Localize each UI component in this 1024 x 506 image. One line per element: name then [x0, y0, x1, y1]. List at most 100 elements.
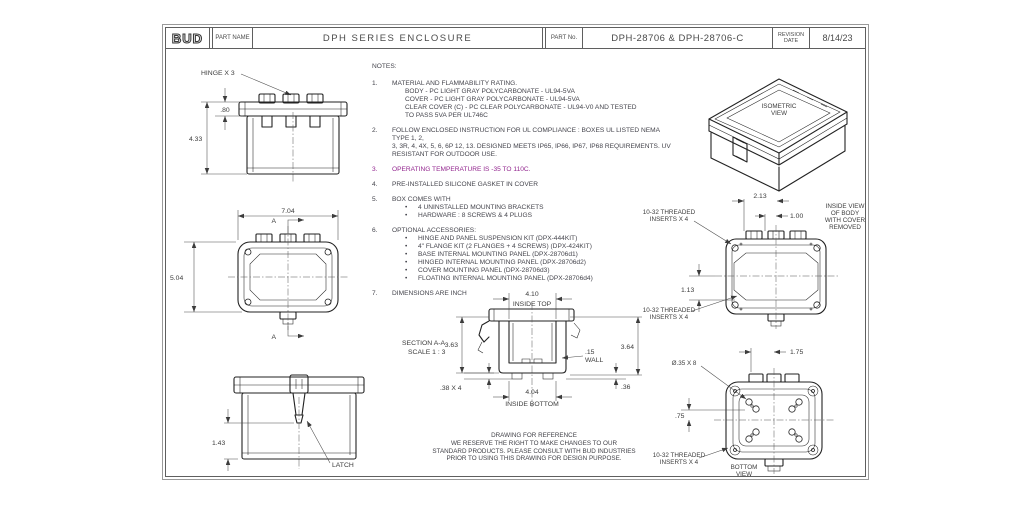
inserts-leader-top — [693, 220, 732, 245]
part-no-label: PART No. — [546, 28, 583, 48]
note-line: FLOATING INTERNAL MOUNTING PANEL (DPX-28… — [418, 275, 593, 282]
note-bullet: • HINGED INTERNAL MOUNTING PANEL (DPX-287… — [392, 259, 674, 267]
note-line: PRE-INSTALLED SILICONE GASKET IN COVER — [392, 181, 538, 188]
dim-inside-top: 4.10 — [525, 291, 538, 298]
hinge-leader-line — [240, 73, 292, 96]
title-block-divider — [210, 28, 213, 48]
dim-feet: .38 X 4 — [440, 385, 462, 392]
latch-callout: LATCH — [332, 462, 354, 469]
note-line: OPTIONAL ACCESSORIES: — [392, 227, 477, 234]
part-number: DPH-28706 & DPH-28706-C — [583, 28, 773, 48]
inserts-leader-bottom — [691, 295, 738, 312]
note-bullet: •HARDWARE : 8 SCREWS & 4 PLUGS — [392, 212, 674, 220]
dim-wall: .15 — [585, 349, 595, 356]
note-line: OPERATING TEMPERATURE IS -35 TO 110C. — [392, 166, 531, 173]
disclaimer-line: DRAWING FOR REFERENCE — [491, 432, 577, 439]
bullet-icon: • — [405, 243, 408, 250]
note-5: 5. BOX COMES WITH •4 UNINSTALLED MOUNTIN… — [372, 196, 674, 220]
dim-bracket: 1.75 — [790, 349, 803, 356]
note-4: 4. PRE-INSTALLED SILICONE GASKET IN COVE… — [372, 181, 674, 189]
inserts-leader-line — [698, 447, 729, 459]
note-number: 5. — [372, 196, 378, 203]
bottom-view: 1.75 .75 Ø.35 X 8 10-32 THREADED INSERTS… — [649, 340, 872, 482]
disclaimer-line: PRIOR TO USING THIS DRAWING FOR DESIGN P… — [446, 455, 622, 463]
drawing-title: DPH SERIES ENCLOSURE — [253, 28, 543, 48]
hinge-ticks — [792, 89, 828, 108]
note-bullet: •COVER MOUNTING PANEL (DPX-28706d3) — [392, 267, 674, 275]
title-block: BUD PART NAME DPH SERIES ENCLOSURE PART … — [166, 28, 865, 49]
bud-logo: BUD — [166, 28, 210, 48]
section-dimensions: 4.10 INSIDE TOP 3.63 3.64 .15 WALL — [440, 291, 642, 408]
label-inside-bottom: INSIDE BOTTOM — [505, 401, 559, 408]
inserts-callout: 10-32 THREADED INSERTS X 4 — [652, 452, 706, 466]
bullet-icon: • — [405, 259, 408, 266]
note-number: 6. — [372, 227, 378, 234]
dim-left: 3.63 — [445, 342, 458, 349]
note-6: 6. OPTIONAL ACCESSORIES: • HINGE AND PANE… — [372, 227, 674, 283]
note-line: DIMENSIONS ARE INCH — [392, 290, 467, 297]
inside-view: 2.13 1.00 1.13 10-32 THREADED INSERTS X … — [637, 187, 872, 344]
hinge-knuckles — [258, 93, 324, 128]
note-line: HINGED INTERNAL MOUNTING PANEL (DPX-2870… — [418, 259, 586, 266]
sheet-border: BUD PART NAME DPH SERIES ENCLOSURE PART … — [165, 27, 866, 478]
inside-view-drawing — [715, 225, 839, 329]
dim-right: 3.64 — [621, 344, 634, 351]
latch-leader-line — [306, 420, 331, 464]
top-view: 7.04 5.04 A A — [166, 190, 381, 342]
dim-hinge-offset: 2.13 — [753, 193, 766, 200]
disclaimer-line: STANDARD PRODUCTS. PLEASE CONSULT WITH B… — [432, 447, 636, 455]
note-3: 3. OPERATING TEMPERATURE IS -35 TO 110C. — [372, 166, 674, 174]
note-number: 1. — [372, 80, 378, 87]
section-letter-top: A — [271, 218, 276, 225]
latch — [289, 374, 309, 424]
note-bullet: • HINGE AND PANEL SUSPENSION KIT (DPX-444… — [392, 235, 674, 243]
note-number: 4. — [372, 181, 378, 188]
rear-view-drawing — [238, 93, 348, 183]
inside-view-caption: INSIDE VIEW OF BODY WITH COVER REMOVED — [824, 203, 866, 231]
label-inside-top: INSIDE TOP — [513, 301, 552, 308]
note-line: MATERIAL AND FLAMMABILITY RATING. — [392, 80, 518, 87]
bullet-icon: • — [405, 235, 408, 242]
section-arrow-bottom — [287, 322, 304, 339]
dim-cover: .80 — [220, 107, 230, 114]
note-1: 1. MATERIAL AND FLAMMABILITY RATING. BOD… — [372, 80, 674, 120]
inside-dimensions: 2.13 1.00 1.13 — [681, 193, 803, 312]
label-wall: WALL — [585, 357, 603, 364]
note-line: BODY - PC LIGHT GRAY POLYCARBONATE - UL9… — [405, 88, 575, 95]
front-dimensions: 1.43 LATCH — [212, 409, 354, 471]
note-2: 2. FOLLOW ENCLOSED INSTRUCTION FOR UL CO… — [372, 127, 674, 159]
disclaimer-line: WE RESERVE THE RIGHT TO MAKE CHANGES TO … — [450, 439, 618, 447]
hole-callout: Ø.35 X 8 — [671, 360, 697, 367]
inserts-callout-top: 10-32 THREADED INSERTS X 4 — [642, 209, 696, 223]
note-line: BASE INTERNAL MOUNTING PANEL (DPX-28706d… — [418, 251, 578, 258]
notes-block: NOTES: 1. MATERIAL AND FLAMMABILITY RATI… — [372, 63, 674, 305]
section-letter-bottom: A — [271, 334, 276, 341]
section-title: SECTION A-A — [402, 340, 446, 347]
bottom-view-caption: BOTTOM VIEW — [730, 464, 758, 478]
isometric-view: ISOMETRIC VIEW — [687, 57, 864, 192]
bullet-icon: • — [405, 275, 408, 282]
front-view-drawing — [233, 374, 365, 469]
bullet-icon: • — [405, 267, 408, 274]
note-line: TO PASS 5VA PER UL746C — [405, 112, 488, 119]
latch — [732, 136, 748, 163]
note-7: 7. DIMENSIONS ARE INCH — [372, 290, 674, 298]
note-bullet: • 4 UNINSTALLED MOUNTING BRACKETS — [392, 204, 674, 212]
notes-header: NOTES: — [372, 63, 397, 70]
dim-hinge-pitch: 1.00 — [790, 213, 803, 220]
note-line: RESISTANT FOR OUTDOOR USE. — [392, 151, 497, 158]
dim-height: 4.33 — [189, 136, 202, 143]
note-line: HINGE AND PANEL SUSPENSION KIT (DPX-444K… — [418, 235, 578, 242]
note-line: FOLLOW ENCLOSED INSTRUCTION FOR UL COMPL… — [392, 127, 660, 142]
note-number: 2. — [372, 127, 378, 134]
note-number: 7. — [372, 290, 378, 297]
note-line: 4 UNINSTALLED MOUNTING BRACKETS — [418, 204, 544, 211]
bullet-icon: • — [405, 204, 408, 211]
dim-hole-offset: .75 — [675, 413, 685, 420]
bullet-icon: • — [405, 251, 408, 258]
rear-dimensions: 4.33 .80 — [189, 88, 247, 175]
part-name-label: PART NAME — [213, 28, 253, 48]
section-arrow-top — [287, 217, 304, 234]
note-number: 3. — [372, 166, 378, 173]
